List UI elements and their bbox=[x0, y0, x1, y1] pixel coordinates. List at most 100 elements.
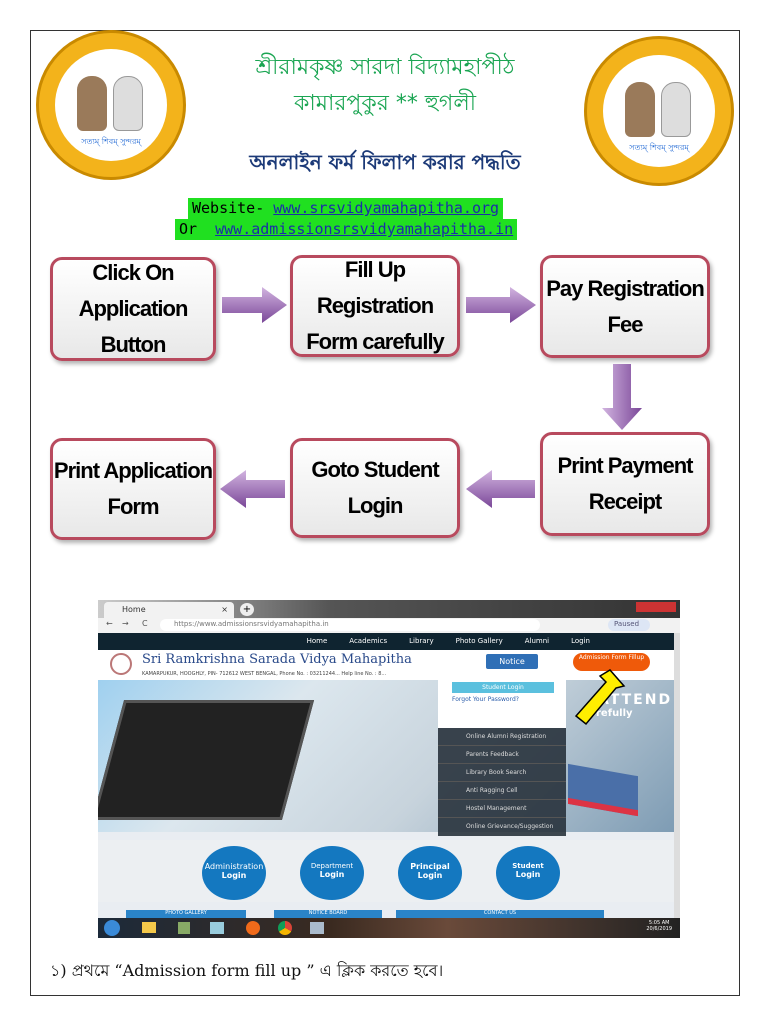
notice-board-box[interactable]: NOTICE BOARD bbox=[274, 910, 382, 918]
menu-item[interactable]: Hostel Management bbox=[438, 800, 566, 818]
reload-icon[interactable]: C bbox=[142, 619, 148, 628]
scrollbar[interactable] bbox=[674, 633, 680, 918]
window-controls[interactable] bbox=[636, 602, 676, 612]
paint-icon[interactable] bbox=[178, 922, 190, 934]
page-border bbox=[30, 30, 740, 996]
step-text: Application Button bbox=[78, 296, 189, 357]
step-text: Form bbox=[107, 494, 160, 519]
arrow-left-icon bbox=[220, 470, 285, 508]
site-logo bbox=[110, 653, 132, 675]
login-label: Principal bbox=[410, 862, 450, 871]
flow-arrows bbox=[220, 287, 642, 508]
chrome-icon[interactable] bbox=[278, 921, 292, 935]
arrow-right-icon bbox=[466, 287, 536, 323]
nav-home[interactable]: Home bbox=[306, 637, 328, 645]
school-location: কামারপুকুর ** হুগলী bbox=[293, 91, 477, 116]
nav-photo-gallery[interactable]: Photo Gallery bbox=[455, 637, 503, 645]
book-image bbox=[568, 763, 638, 817]
school-name: শ্রীরামকৃষ্ণ সারদা বিদ্যামহাপীঠ bbox=[255, 55, 515, 80]
step-click-application: Click On Application Button bbox=[50, 257, 216, 361]
website-block: Website- www.srsvidyamahapitha.org Or ww… bbox=[175, 198, 599, 240]
laptop-image bbox=[98, 700, 315, 820]
arrow-down-icon bbox=[602, 364, 642, 430]
step-text: Form carefully bbox=[306, 329, 445, 354]
school-logo-right: সত্যম্ শিবম্ সুন্দরম্ bbox=[584, 36, 734, 186]
hero-banner: ATTEND refully bbox=[98, 680, 674, 832]
website-label: Website- bbox=[192, 199, 274, 217]
site-address: KAMARPUKUR, HOOGHLY, PIN- 712612 WEST BE… bbox=[142, 671, 387, 677]
site-title: Sri Ramkrishna Sarada Vidya Mahapitha bbox=[142, 652, 412, 667]
new-tab-icon[interactable]: + bbox=[240, 603, 254, 616]
start-icon[interactable] bbox=[104, 920, 120, 936]
tab-title: Home bbox=[122, 605, 146, 614]
login-label: Login bbox=[221, 871, 247, 880]
step-text: Fee bbox=[607, 311, 644, 337]
page-subtitle: অনলাইন ফর্ম ফিলাপ করার পদ্ধতি bbox=[249, 150, 521, 174]
step-text: Goto Student bbox=[311, 457, 439, 482]
login-label: Department bbox=[310, 862, 354, 870]
admission-form-button[interactable]: Admission Form Fillup bbox=[573, 653, 650, 671]
nav-login[interactable]: Login bbox=[571, 637, 590, 645]
menu-item[interactable]: Anti Ragging Cell bbox=[438, 782, 566, 800]
gallery-icon[interactable] bbox=[210, 922, 224, 934]
nav-library[interactable]: Library bbox=[409, 637, 434, 645]
clock-date: 20/6/2019 bbox=[646, 926, 672, 932]
step-text: Print Payment bbox=[557, 453, 694, 478]
forgot-password-link[interactable]: Forgot Your Password? bbox=[452, 696, 519, 703]
nav-alumni[interactable]: Alumni bbox=[524, 637, 550, 645]
school-logo-left: সত্যম্ শিবম্ সুন্দরম্ bbox=[36, 30, 186, 180]
browser-toolbar: ← → C https://www.admissionsrsvidyamahap… bbox=[98, 618, 680, 633]
step-text: Fill Up Registration bbox=[316, 257, 434, 318]
quick-links-menu: Online Alumni Registration Parents Feedb… bbox=[438, 728, 566, 836]
app-icon[interactable] bbox=[310, 922, 324, 934]
notice-button[interactable]: Notice bbox=[486, 654, 538, 669]
website-link[interactable]: www.srsvidyamahapitha.org bbox=[273, 199, 500, 217]
website-screenshot: Home × + ← → C https://www.admissionsrsvi… bbox=[98, 600, 680, 938]
nav-academics[interactable]: Academics bbox=[349, 637, 388, 645]
menu-item[interactable]: Online Alumni Registration bbox=[438, 728, 566, 746]
site-nav: Home Academics Library Photo Gallery Alumni L… bbox=[98, 633, 680, 650]
menu-item[interactable]: Parents Feedback bbox=[438, 746, 566, 764]
admission-website-link[interactable]: www.admissionsrsvidyamahapitha.in bbox=[215, 220, 514, 238]
login-label: Login bbox=[319, 870, 345, 879]
step-text: Receipt bbox=[588, 489, 662, 514]
menu-item[interactable]: Library Book Search bbox=[438, 764, 566, 782]
contact-us-box[interactable]: CONTACT US bbox=[396, 910, 604, 918]
or-label: Or bbox=[179, 220, 216, 238]
back-icon[interactable]: ← bbox=[106, 619, 113, 628]
arrow-right-icon bbox=[222, 287, 287, 323]
pointer-arrow-icon bbox=[574, 669, 626, 726]
step-text: Pay Registration bbox=[546, 275, 705, 301]
instruction-caption: ১) প্রথমে “Admission form fill up ” এ ক্… bbox=[50, 961, 444, 980]
browser-tab-bar: Home × + bbox=[98, 600, 680, 618]
step-text: Login bbox=[347, 493, 404, 518]
firefox-icon[interactable] bbox=[246, 921, 260, 935]
menu-item[interactable]: Online Grievance/Suggestion bbox=[466, 823, 554, 830]
browser-tab[interactable]: Home × bbox=[104, 602, 234, 618]
step-text: Print Application bbox=[53, 458, 213, 483]
step-text: Click On bbox=[92, 260, 174, 285]
hero-text-2: refully bbox=[596, 708, 633, 719]
login-dropdown: Student Login Forgot Your Password? bbox=[438, 680, 566, 728]
student-login-button[interactable]: Student Login bbox=[452, 682, 554, 693]
close-icon[interactable]: × bbox=[221, 605, 228, 614]
profile-button[interactable]: Paused bbox=[608, 619, 650, 631]
folder-icon[interactable] bbox=[142, 922, 156, 933]
address-bar[interactable]: https://www.admissionsrsvidyamahapitha.i… bbox=[160, 619, 540, 631]
login-label: Login bbox=[417, 871, 443, 880]
photo-gallery-box[interactable]: PHOTO GALLERY bbox=[126, 910, 246, 918]
login-label: Login bbox=[515, 870, 541, 879]
login-label: Student bbox=[512, 862, 544, 870]
forward-icon[interactable]: → bbox=[122, 619, 129, 628]
